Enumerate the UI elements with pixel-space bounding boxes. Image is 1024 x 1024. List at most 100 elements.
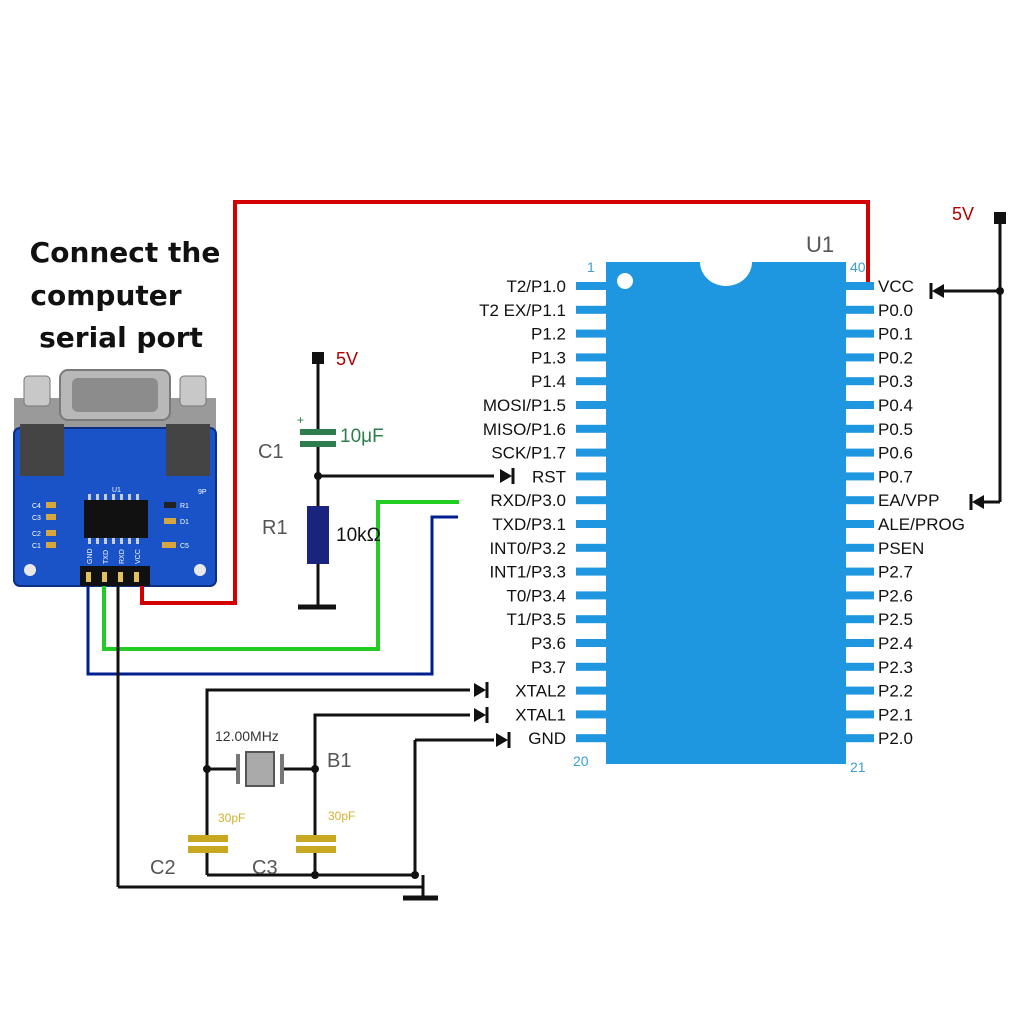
pin-arrow-bars xyxy=(485,283,973,748)
left-pin-lead xyxy=(576,448,606,457)
module-label-c2: C2 xyxy=(32,531,41,538)
capacitor-c3 xyxy=(296,835,336,853)
module-label-c3: C3 xyxy=(32,515,41,522)
left-pin-label: INT0/P3.2 xyxy=(489,539,566,558)
c2-value: 30pF xyxy=(218,811,245,825)
right-pin-label: P2.1 xyxy=(878,705,913,724)
left-pin-lead xyxy=(576,615,606,624)
arrow-gnd xyxy=(496,733,508,747)
mount-bracket-left xyxy=(20,424,64,476)
right-pin-label: P0.0 xyxy=(878,301,913,320)
arrow-vcc xyxy=(932,284,944,298)
power-label-right: 5V xyxy=(952,204,974,224)
right-pin-label: P2.5 xyxy=(878,610,913,629)
left-pin-label: SCK/P1.7 xyxy=(491,444,566,463)
left-pin-label: P3.7 xyxy=(531,658,566,677)
left-pin-lead xyxy=(576,639,606,647)
c1-name: C1 xyxy=(258,441,284,463)
module-header-pins xyxy=(86,572,139,582)
c2-name: C2 xyxy=(150,857,176,879)
right-pin-lead xyxy=(846,615,874,624)
arrow-xtal2 xyxy=(474,683,486,697)
module-pin-rxd: RXD xyxy=(119,549,126,564)
right-pin-label: PSEN xyxy=(878,539,924,558)
right-pin-lead xyxy=(846,305,874,314)
module-header xyxy=(80,566,150,586)
module-ic-pins xyxy=(88,494,139,544)
right-pin-label: P2.4 xyxy=(878,634,913,653)
left-pin-lead xyxy=(576,662,606,671)
right-pin-lead xyxy=(846,377,874,386)
module-label-c4: C4 xyxy=(32,503,41,510)
capacitor-c2 xyxy=(188,835,228,853)
db9-screw-left xyxy=(23,375,51,407)
left-pin-label: GND xyxy=(528,729,566,748)
left-pin-label: RST xyxy=(532,467,566,486)
capacitor-c1: + xyxy=(297,413,336,447)
right-pin-lead xyxy=(846,448,874,457)
module-ic-label: U1 xyxy=(112,487,121,494)
left-pin-label: P1.2 xyxy=(531,325,566,344)
right-pin-lead xyxy=(846,639,874,647)
txd-wire xyxy=(86,515,458,676)
right-pin-label: EA/VPP xyxy=(878,491,939,510)
db9-inner xyxy=(72,378,158,412)
module-label-9p: 9P xyxy=(198,489,207,496)
caption-line-3: serial port xyxy=(39,321,203,354)
module-label-d1: D1 xyxy=(180,519,189,526)
junction-gnd-c3 xyxy=(311,871,319,879)
left-pin-label: MISO/P1.6 xyxy=(483,420,566,439)
chip-pin-1: 1 xyxy=(587,259,595,275)
left-pin-lead xyxy=(576,472,606,481)
chip-pin-21: 21 xyxy=(850,759,866,775)
rxd-wire xyxy=(102,500,459,651)
svg-text:+: + xyxy=(297,413,304,427)
right-pin-label: P0.7 xyxy=(878,467,913,486)
caption: Connect the computer serial port xyxy=(30,236,221,354)
right-pin-label: P2.3 xyxy=(878,658,913,677)
left-pin-lead xyxy=(576,329,606,338)
pin-arrows xyxy=(474,284,984,747)
right-pin-label: P0.2 xyxy=(878,348,913,367)
module-label-r1: R1 xyxy=(180,503,189,510)
power-label-left: 5V xyxy=(336,349,358,369)
crystal-name: B1 xyxy=(327,750,351,772)
right-pin-label: P2.6 xyxy=(878,586,913,605)
right-pin-lead xyxy=(846,424,874,433)
vcc-wire xyxy=(140,200,870,605)
left-pin-lead xyxy=(576,401,606,409)
r1-name: R1 xyxy=(262,517,288,539)
module-pin-vcc: VCC xyxy=(135,549,142,564)
power-terminal-left xyxy=(312,352,324,364)
right-pin-lead xyxy=(846,686,874,695)
left-pin-label: XTAL2 xyxy=(515,682,566,701)
caption-line-1: Connect the xyxy=(30,236,221,269)
c3-value: 30pF xyxy=(328,809,355,823)
arrow-xtal1 xyxy=(474,708,486,722)
right-pin-label: P0.3 xyxy=(878,372,913,391)
left-pin-lead xyxy=(576,282,606,290)
power-terminal-right xyxy=(994,212,1006,224)
left-pin-label: T2/P1.0 xyxy=(506,277,566,296)
junction-gnd xyxy=(411,871,419,879)
c1-value: 10μF xyxy=(340,426,384,447)
crystal-b1 xyxy=(236,751,284,787)
chip-right-pins: VCCP0.0P0.1P0.2P0.3P0.4P0.5P0.6P0.7EA/VP… xyxy=(846,277,965,748)
crystal-network xyxy=(205,688,470,875)
left-pin-label: T0/P3.4 xyxy=(506,586,566,605)
left-pin-label: TXD/P3.1 xyxy=(492,515,566,534)
chip-pin1-dot xyxy=(617,273,633,289)
right-pin-lead xyxy=(846,520,874,528)
left-pin-label: RXD/P3.0 xyxy=(490,491,566,510)
chip-left-pins: T2/P1.0T2 EX/P1.1P1.2P1.3P1.4MOSI/P1.5MI… xyxy=(479,277,606,748)
right-pin-label: P0.5 xyxy=(878,420,913,439)
right-pin-lead xyxy=(846,329,874,338)
left-pin-label: P1.4 xyxy=(531,372,566,391)
mount-hole-right xyxy=(194,564,206,576)
right-pin-lead xyxy=(846,567,874,576)
right-pin-lead xyxy=(846,496,874,505)
chip-notch xyxy=(700,262,752,286)
left-pin-label: XTAL1 xyxy=(515,705,566,724)
right-pin-label: P0.1 xyxy=(878,325,913,344)
